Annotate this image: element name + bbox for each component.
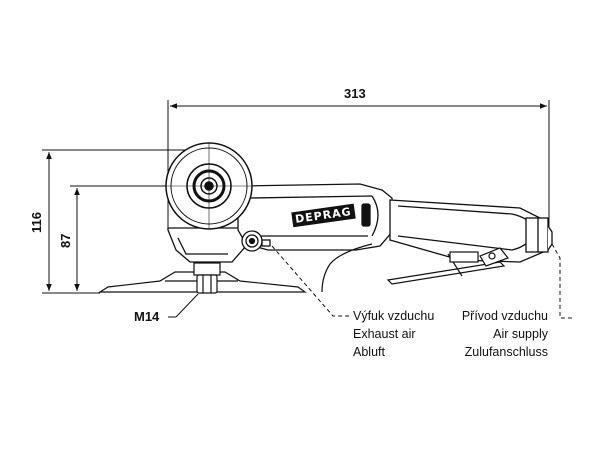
exhaust-callout-cz: Výfuk vzduchu xyxy=(353,309,435,323)
dimension-total-height xyxy=(42,149,190,294)
grinding-disc xyxy=(165,142,253,230)
supply-callout-cz: Přívod vzduchu xyxy=(461,309,548,323)
handle xyxy=(389,199,553,263)
exhaust-outlet xyxy=(241,230,271,252)
dimension-total-height-label: 116 xyxy=(29,212,44,233)
dimension-length-label: 313 xyxy=(344,86,366,101)
leader-supply xyxy=(551,243,572,319)
dimension-length xyxy=(167,100,550,230)
exhaust-callout-en: Exhaust air xyxy=(353,327,416,341)
thread-label: M14 xyxy=(134,309,160,324)
exhaust-callout: Výfuk vzduchu Exhaust air Abluft xyxy=(353,307,434,361)
supply-callout: Přívod vzduchu Air supply Zulufanschluss xyxy=(450,307,548,361)
spindle-nut xyxy=(193,262,221,294)
supply-callout-de: Zulufanschluss xyxy=(464,345,548,359)
dimension-spindle-height-label: 87 xyxy=(58,233,73,248)
exhaust-callout-de: Abluft xyxy=(353,345,385,359)
supply-callout-en: Air supply xyxy=(493,327,548,341)
exhaust-hose xyxy=(321,243,373,293)
trigger-lever xyxy=(386,247,509,285)
gear-head xyxy=(167,227,251,263)
leader-thread xyxy=(168,293,199,318)
leader-exhaust xyxy=(271,245,350,317)
